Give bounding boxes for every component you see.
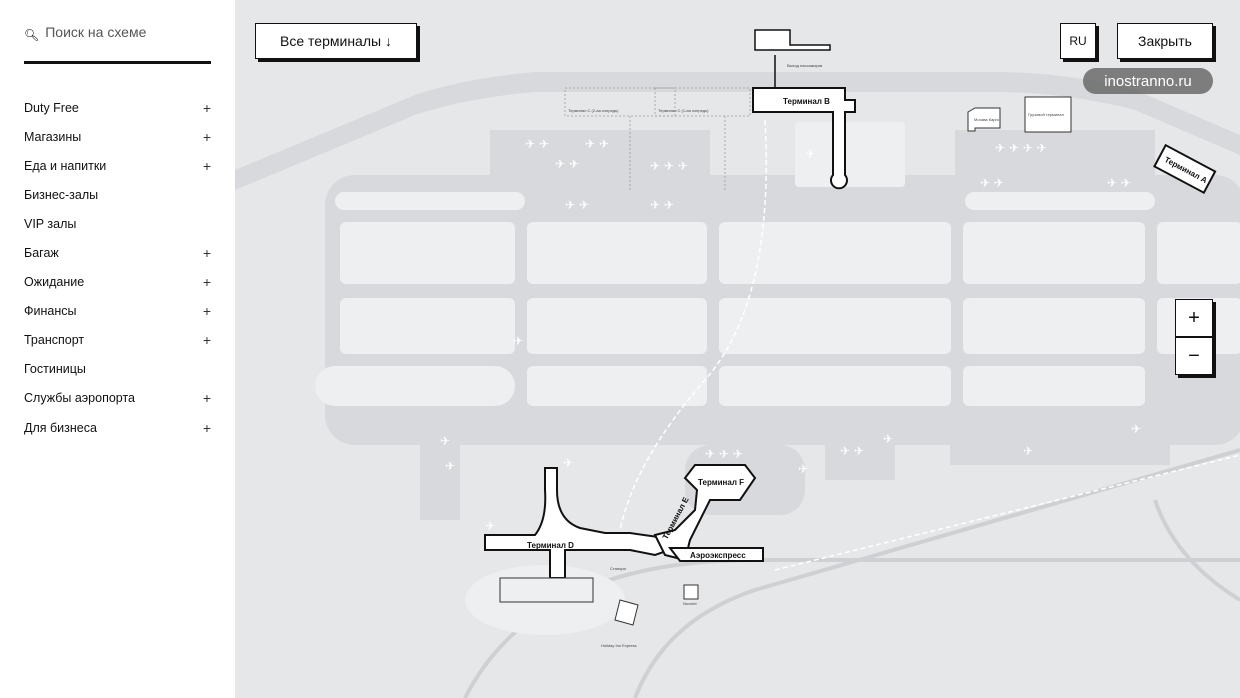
svg-text:✈: ✈ bbox=[798, 462, 808, 476]
terminal-def[interactable] bbox=[484, 464, 764, 579]
airplane-icons: ✈ ✈✈ ✈✈ ✈ ✈ ✈ ✈✈ ✈✈ ✈ ✈✈ ✈ ✈ ✈✈ ✈✈ ✈ ✈✈✈… bbox=[440, 137, 1141, 533]
all-terminals-dropdown[interactable]: Все терминалы ↓ bbox=[255, 23, 417, 59]
label-terminal-c2: Терминал C (2-ая очередь) bbox=[568, 108, 619, 113]
svg-text:✈ ✈: ✈ ✈ bbox=[585, 137, 609, 151]
sidebar-item-label: VIP залы bbox=[24, 216, 77, 231]
svg-text:✈ ✈: ✈ ✈ bbox=[840, 444, 864, 458]
svg-text:✈ ✈ ✈ ✈: ✈ ✈ ✈ ✈ bbox=[995, 141, 1047, 155]
svg-text:✈: ✈ bbox=[513, 334, 523, 348]
sidebar-item-label: Транспорт bbox=[24, 333, 85, 348]
label-exit: Выход пассажиров bbox=[787, 63, 822, 68]
label-aeroexpress: Аэроэкспресс bbox=[690, 551, 746, 560]
sidebar-item[interactable]: Финансы + bbox=[24, 297, 211, 326]
expand-icon[interactable]: + bbox=[202, 390, 211, 407]
svg-text:✈: ✈ bbox=[445, 459, 455, 473]
sidebar-item[interactable]: Бизнес-залы bbox=[24, 180, 211, 209]
expand-icon[interactable]: + bbox=[202, 303, 211, 320]
sidebar-item[interactable]: Службы аэропорта + bbox=[24, 384, 211, 413]
svg-text:✈ ✈ ✈: ✈ ✈ ✈ bbox=[650, 159, 688, 173]
label-cargo-terminal: Грузовой терминал bbox=[1028, 112, 1064, 117]
category-list: Duty Free + Магазины + Еда и напитки + Бизнес-… bbox=[24, 93, 211, 442]
expand-icon[interactable]: + bbox=[202, 332, 211, 349]
svg-text:✈ ✈: ✈ ✈ bbox=[555, 157, 579, 171]
label-station: Станция bbox=[610, 566, 626, 571]
svg-text:✈ ✈ ✈: ✈ ✈ ✈ bbox=[705, 447, 743, 461]
expand-icon[interactable]: + bbox=[202, 157, 211, 174]
sidebar-item-label: Багаж bbox=[24, 246, 59, 261]
expand-icon[interactable]: + bbox=[202, 274, 211, 291]
zoom-out-button[interactable]: − bbox=[1175, 337, 1213, 375]
sidebar-item-label: Службы аэропорта bbox=[24, 391, 135, 406]
svg-text:✈: ✈ bbox=[805, 147, 815, 161]
svg-text:✈: ✈ bbox=[1023, 444, 1033, 458]
expand-icon[interactable]: + bbox=[202, 99, 211, 116]
label-terminal-d: Терминал D bbox=[527, 541, 574, 550]
svg-text:✈ ✈: ✈ ✈ bbox=[980, 176, 1004, 190]
svg-text:✈ ✈: ✈ ✈ bbox=[565, 198, 589, 212]
label-terminal-c1: Терминал C (1-ая очередь) bbox=[658, 108, 709, 113]
sidebar-item[interactable]: Гостиницы bbox=[24, 355, 211, 384]
sidebar-item[interactable]: Багаж + bbox=[24, 238, 211, 267]
sidebar-item[interactable]: Ожидание + bbox=[24, 268, 211, 297]
label-terminal-f: Терминал F bbox=[698, 478, 744, 487]
expand-icon[interactable]: + bbox=[202, 419, 211, 436]
sidebar: 🔍︎ Duty Free + Магазины + Еда и напитки + Бизн… bbox=[0, 0, 235, 698]
label-holiday-inn: Holiday Inn Express bbox=[601, 643, 637, 648]
map-canvas: Терминал C (2-ая очередь) Терминал C (1-… bbox=[235, 29, 1240, 698]
search-icon: 🔍︎ bbox=[24, 28, 40, 42]
label-cargo: Москва Карго bbox=[974, 117, 1000, 122]
sidebar-item-label: Ожидание bbox=[24, 275, 85, 290]
svg-text:✈: ✈ bbox=[883, 432, 893, 446]
svg-text:✈: ✈ bbox=[1131, 422, 1141, 436]
svg-text:✈ ✈: ✈ ✈ bbox=[525, 137, 549, 151]
sidebar-item-label: Duty Free bbox=[24, 100, 79, 115]
sidebar-item[interactable]: Еда и напитки + bbox=[24, 151, 211, 180]
sidebar-item-label: Магазины bbox=[24, 129, 82, 144]
svg-text:✈ ✈: ✈ ✈ bbox=[1107, 176, 1131, 190]
sidebar-item-label: Бизнес-залы bbox=[24, 187, 99, 202]
sidebar-item-label: Гостиницы bbox=[24, 362, 86, 377]
sidebar-item-label: Для бизнеса bbox=[24, 420, 97, 435]
sidebar-item-label: Еда и напитки bbox=[24, 158, 107, 173]
close-button[interactable]: Закрыть bbox=[1117, 23, 1213, 59]
language-button[interactable]: RU bbox=[1060, 23, 1096, 59]
svg-text:✈: ✈ bbox=[563, 456, 573, 470]
sidebar-item-label: Финансы bbox=[24, 304, 77, 319]
label-novotel: Novotel bbox=[683, 601, 697, 606]
sidebar-item[interactable]: Duty Free + bbox=[24, 93, 211, 122]
svg-text:✈: ✈ bbox=[440, 434, 450, 448]
sidebar-item[interactable]: VIP залы bbox=[24, 209, 211, 238]
airport-map[interactable]: Терминал C (2-ая очередь) Терминал C (1-… bbox=[235, 0, 1240, 698]
svg-text:✈ ✈: ✈ ✈ bbox=[650, 198, 674, 212]
search-box[interactable]: 🔍︎ bbox=[24, 24, 211, 64]
label-terminal-b: Терминал B bbox=[783, 97, 830, 106]
expand-icon[interactable]: + bbox=[202, 245, 211, 262]
zoom-in-button[interactable]: + bbox=[1175, 299, 1213, 337]
svg-text:✈: ✈ bbox=[485, 519, 495, 533]
watermark: inostranno.ru bbox=[1083, 68, 1213, 94]
sidebar-item[interactable]: Для бизнеса + bbox=[24, 413, 211, 442]
search-input[interactable] bbox=[45, 24, 206, 40]
sidebar-item[interactable]: Магазины + bbox=[24, 122, 211, 151]
sidebar-item[interactable]: Транспорт + bbox=[24, 326, 211, 355]
terminal-b[interactable]: Терминал B bbox=[752, 29, 856, 190]
expand-icon[interactable]: + bbox=[202, 128, 211, 145]
